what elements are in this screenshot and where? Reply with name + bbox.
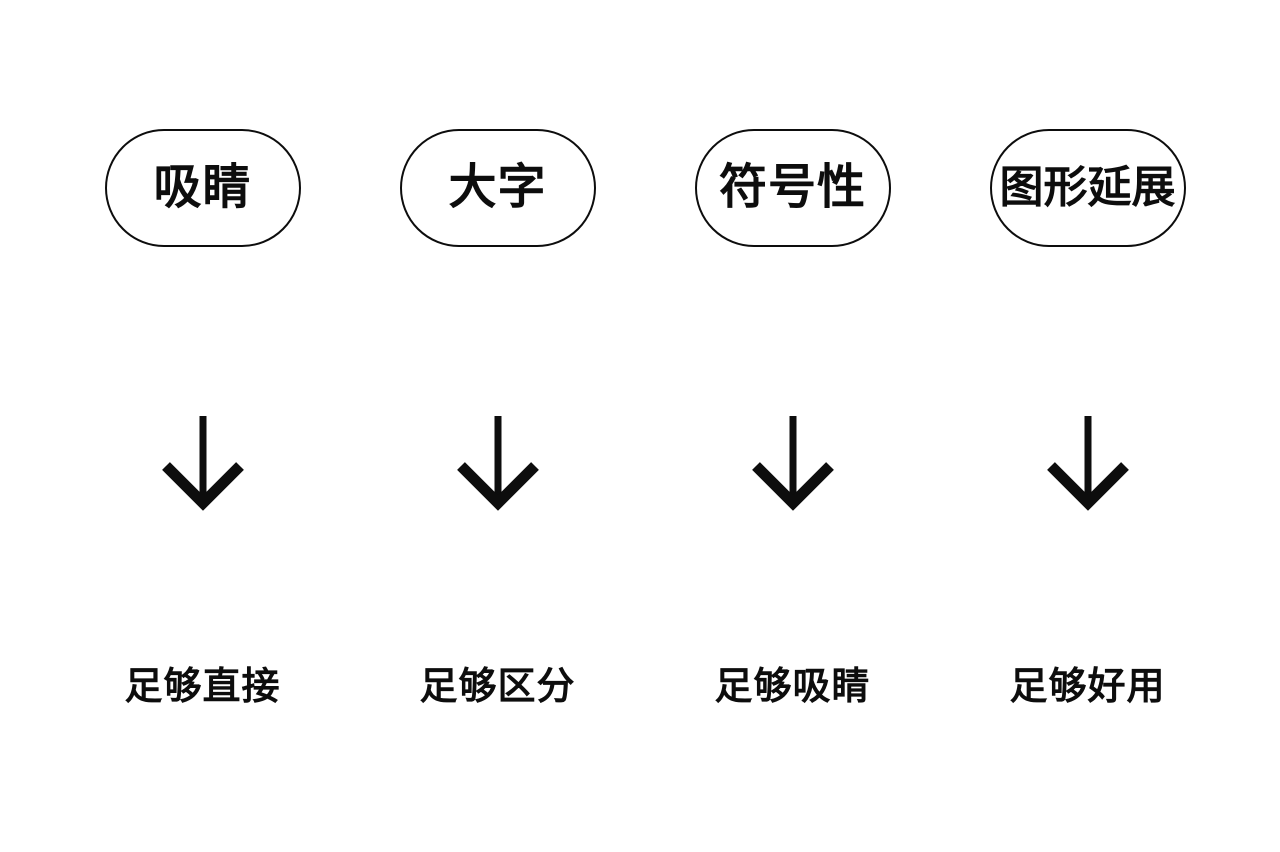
down-arrow-icon bbox=[1043, 413, 1133, 513]
pill-shape: 吸睛 bbox=[104, 129, 301, 247]
down-arrow-icon bbox=[158, 413, 248, 513]
pill-label: 符号性 bbox=[718, 161, 866, 214]
pill-shape: 符号性 bbox=[694, 129, 891, 247]
down-arrow-icon bbox=[748, 413, 838, 513]
down-arrow-icon bbox=[453, 413, 543, 513]
pill-shape: 大字 bbox=[399, 129, 596, 247]
pill-label: 图形延展 bbox=[999, 163, 1176, 212]
pill-label: 大字 bbox=[448, 161, 547, 214]
diagram-column: 大字 足够区分 bbox=[350, 0, 645, 852]
pill-label: 吸睛 bbox=[153, 161, 252, 214]
result-label: 足够区分 bbox=[419, 666, 576, 708]
diagram-column: 符号性 足够吸睛 bbox=[645, 0, 940, 852]
pill-shape: 图形延展 bbox=[989, 129, 1186, 247]
result-label: 足够吸睛 bbox=[714, 666, 871, 708]
diagram-column: 吸睛 足够直接 bbox=[55, 0, 350, 852]
result-label: 足够直接 bbox=[124, 666, 281, 708]
result-label: 足够好用 bbox=[1009, 666, 1166, 708]
diagram-column: 图形延展 足够好用 bbox=[940, 0, 1235, 852]
